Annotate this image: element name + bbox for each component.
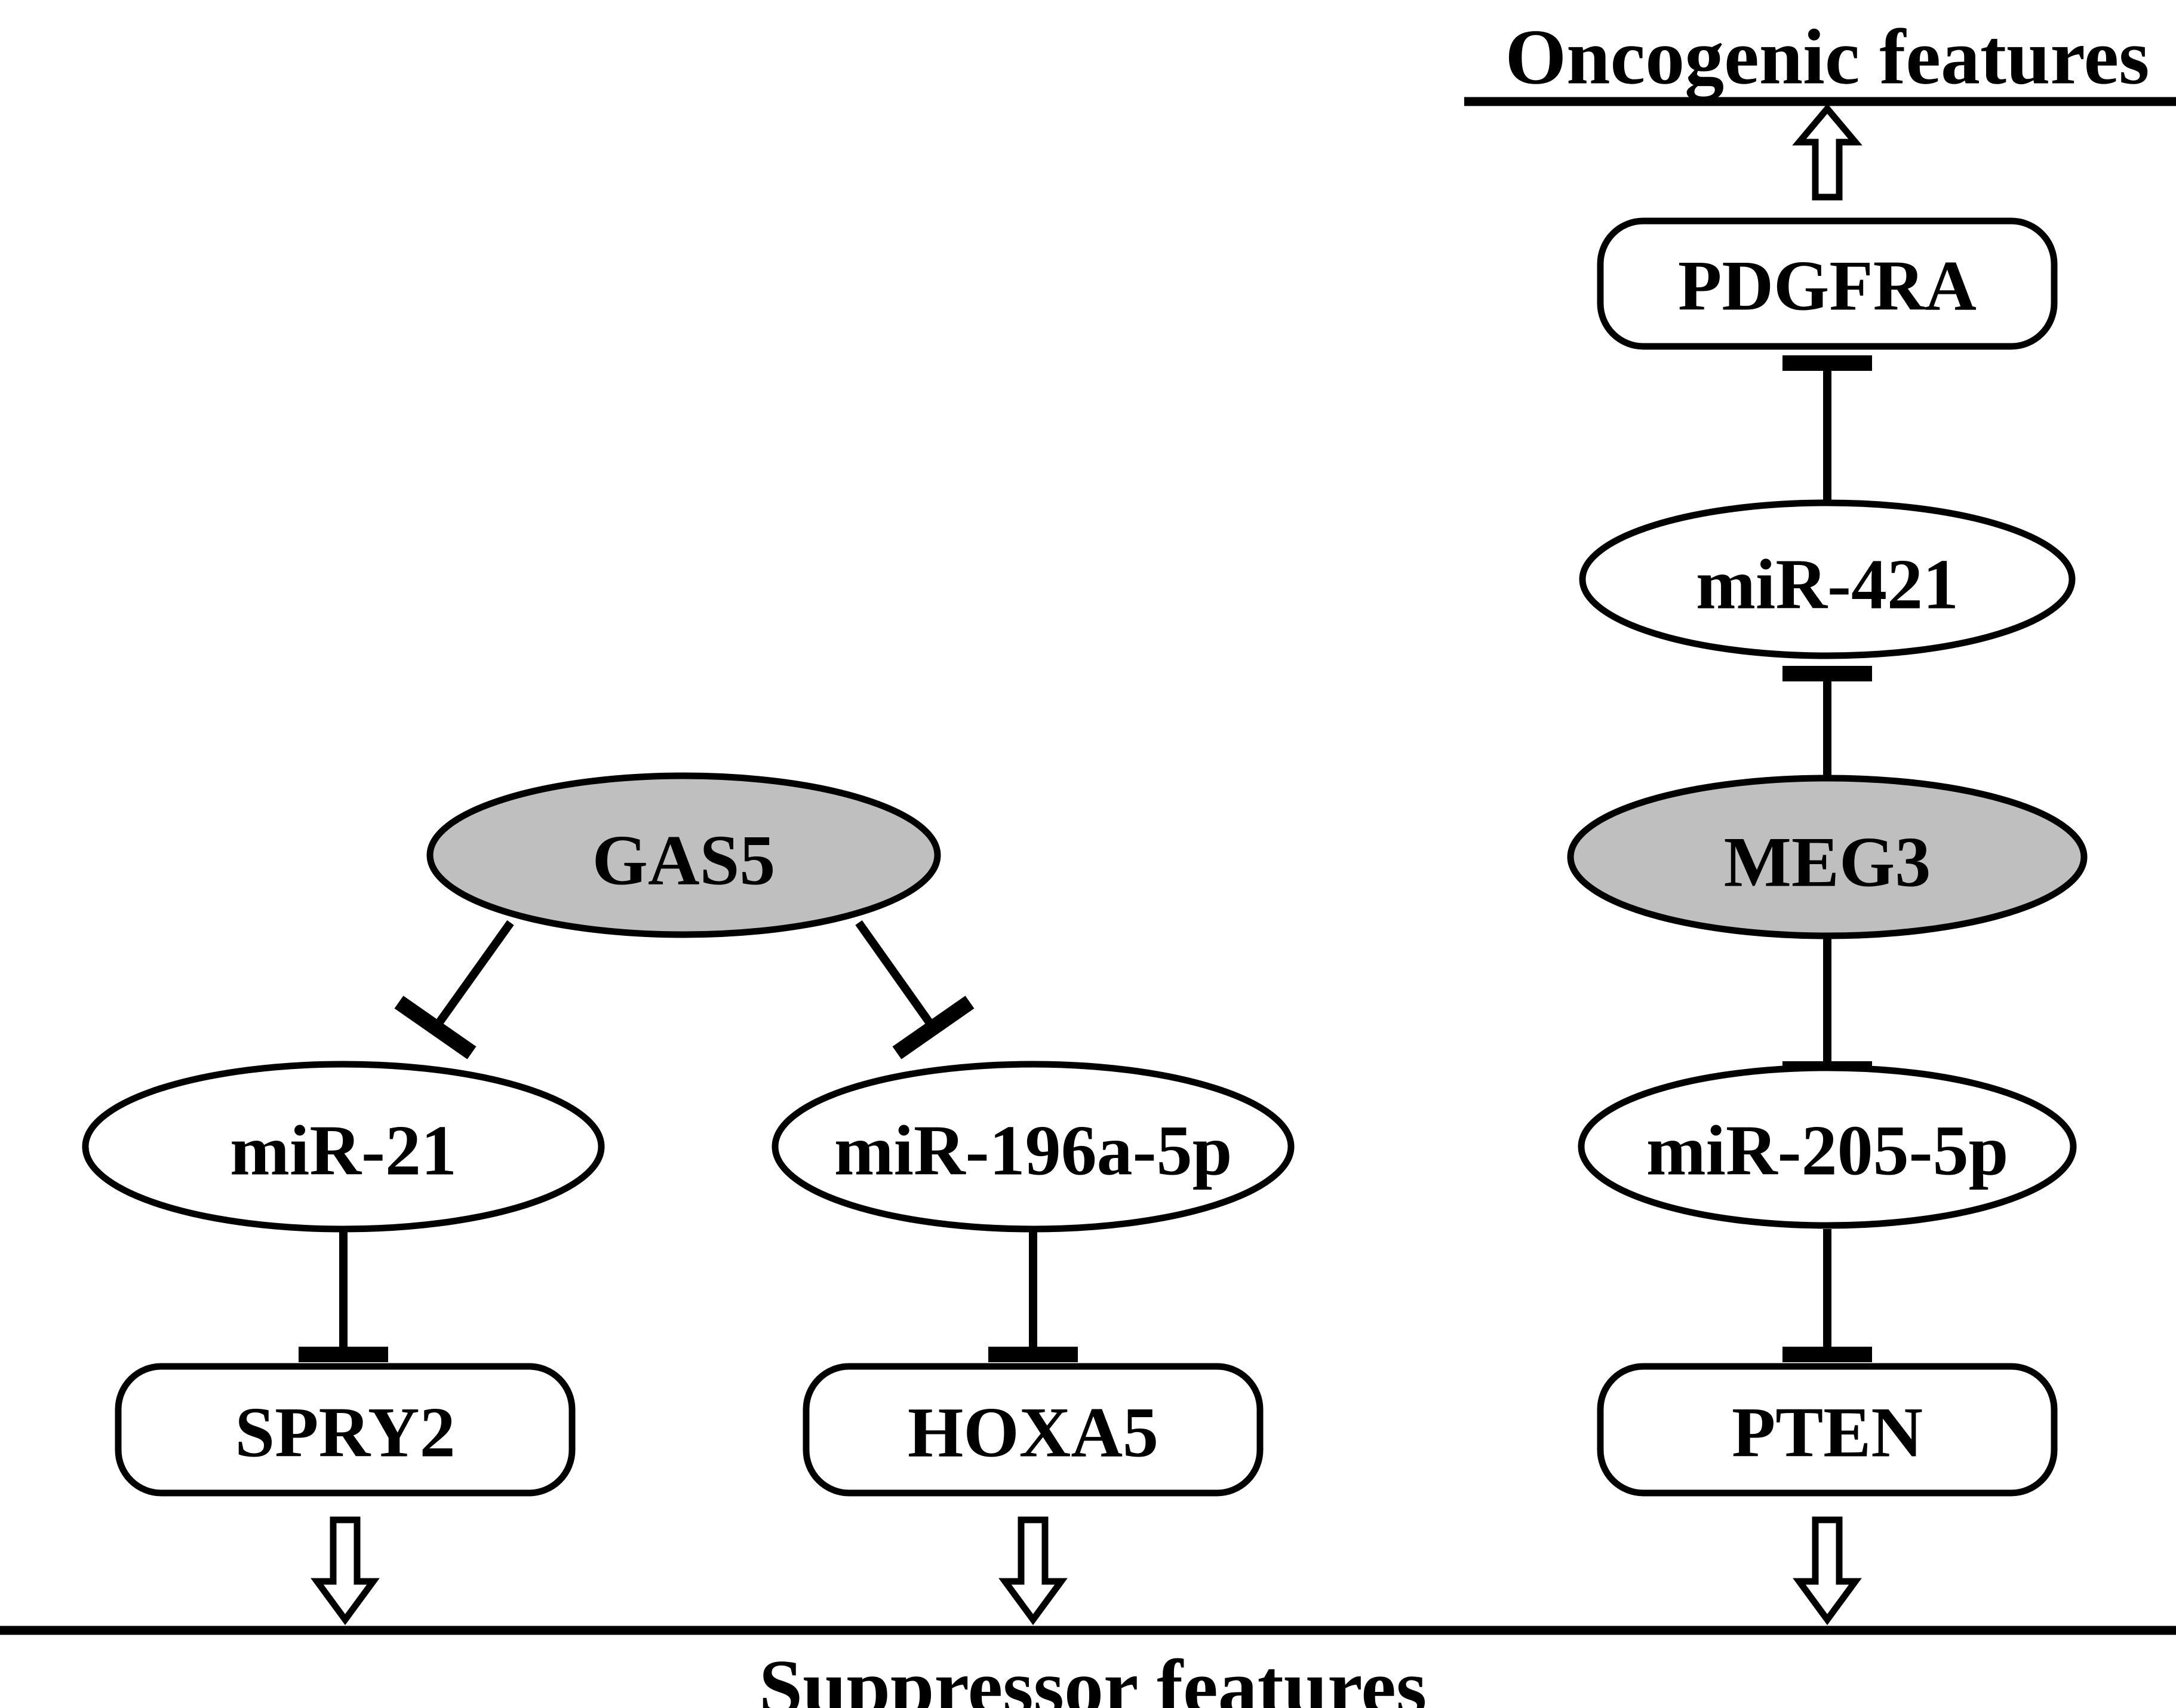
- block-arrow-down-icon-pten: [1793, 1516, 1862, 1626]
- node-mir2055p[interactable]: [1578, 1064, 2077, 1229]
- edge-gas5-mir196a5p-bar: [892, 996, 975, 1059]
- node-pdgfra[interactable]: [1597, 217, 2058, 350]
- oncogenic-features-label: Oncogenic features: [1505, 13, 2149, 101]
- block-arrow-up-icon: [1792, 103, 1862, 201]
- node-gas5[interactable]: [426, 772, 941, 938]
- node-spry2-label: SPRY2: [235, 1393, 455, 1472]
- edge-gas5-mir21: [432, 920, 514, 1030]
- node-spry2[interactable]: [115, 1363, 576, 1497]
- node-mir196a5p-label: miR-196a-5p: [834, 1111, 1233, 1190]
- node-mir21-label: miR-21: [230, 1111, 457, 1190]
- suppressor-features-label: Suppressor features: [759, 1644, 1427, 1708]
- node-pdgfra-label: PDGFRA: [1678, 246, 1977, 325]
- node-meg3[interactable]: [1567, 775, 2088, 939]
- node-hoxa5[interactable]: [803, 1363, 1264, 1497]
- block-arrow-down-icon-spry2: [311, 1516, 380, 1626]
- node-meg3-label: MEG3: [1724, 822, 1931, 902]
- block-arrow-down-icon-hoxa5: [998, 1516, 1068, 1626]
- node-mir421-label: miR-421: [1696, 545, 1959, 624]
- node-pten-label: PTEN: [1732, 1393, 1923, 1472]
- node-mir21[interactable]: [82, 1061, 605, 1233]
- node-mir2055p-label: miR-205-5p: [1646, 1111, 2009, 1190]
- edge-gas5-mir21-bar: [394, 996, 477, 1059]
- node-hoxa5-label: HOXA5: [908, 1393, 1158, 1472]
- node-pten[interactable]: [1597, 1363, 2058, 1497]
- node-mir421[interactable]: [1579, 499, 2076, 659]
- edge-gas5-mir196a5p: [855, 920, 936, 1030]
- node-gas5-label: GAS5: [592, 821, 776, 900]
- node-mir196a5p[interactable]: [772, 1061, 1295, 1233]
